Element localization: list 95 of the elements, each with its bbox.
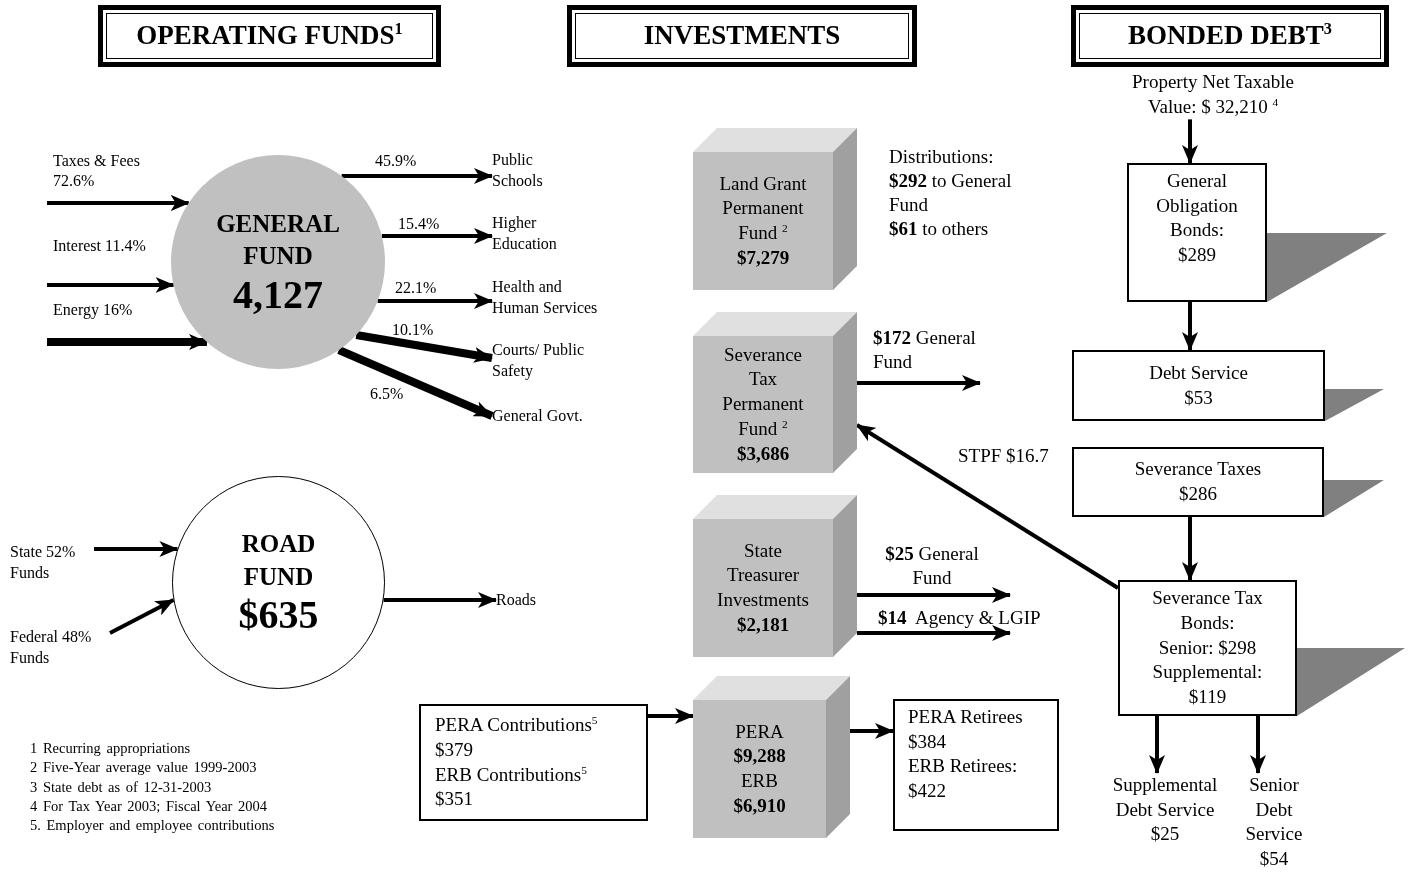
edge-label: 22.1% — [395, 278, 438, 298]
arrow — [47, 277, 175, 293]
node-text: $384 — [908, 729, 947, 754]
node-label: $25 — [1149, 822, 1181, 847]
node-text: $3,686 — [735, 441, 791, 466]
arrow — [1149, 716, 1165, 774]
beside-text: Distributions: — [889, 145, 995, 169]
edge-label: Taxes & Fees 72.6% — [53, 151, 141, 191]
arrow — [337, 346, 494, 420]
node-text: Severance Taxes — [1133, 457, 1263, 482]
node-text: ROAD FUND — [240, 529, 317, 592]
arrow — [94, 541, 179, 557]
arrow — [1182, 302, 1198, 351]
edge-label: $172 General Fund — [873, 326, 977, 374]
process-box — [1118, 580, 1297, 716]
header-title: INVESTMENTS — [642, 19, 842, 53]
footnote: 4 For Tax Year 2003; Fiscal Year 2004 — [30, 797, 268, 815]
arrow — [1182, 119, 1198, 164]
arrow — [377, 293, 493, 309]
node-text: ERB Retirees: — [908, 754, 1019, 779]
node-label: General Govt. — [492, 406, 584, 426]
node-text: Land Grant Permanent Fund $^{2}$ — [718, 171, 808, 245]
arrow — [381, 228, 493, 244]
node-text: State Treasurer Investments — [716, 538, 810, 612]
node-text: ERB Contributions$^{5}$ — [435, 762, 588, 787]
node-text: Severance Tax Permanent Fund $^{2}$ — [721, 342, 805, 441]
node-text: $7,279 — [735, 245, 791, 270]
node-text: PERA Contributions$^{5}$ — [435, 713, 599, 738]
node-text: 4,127 — [232, 272, 324, 317]
arrow — [850, 723, 894, 739]
header-box — [567, 5, 917, 67]
edge-label: 10.1% — [392, 320, 435, 340]
process-box — [1072, 350, 1325, 421]
node-label: State 52% Funds — [10, 542, 77, 583]
node-text: $351 — [435, 787, 474, 812]
header-title: OPERATING FUNDS$^{1}$ — [135, 19, 404, 53]
node-text: $289 — [1177, 243, 1217, 268]
node-text: $9,288 — [732, 744, 787, 769]
edge-label: 45.9% — [375, 151, 418, 171]
arrow — [109, 598, 175, 635]
node-label: Supplemental Debt Service — [1111, 773, 1219, 822]
node-text: $2,181 — [735, 612, 791, 637]
node-label: Higher Education — [492, 213, 558, 254]
node-label: Courts/ Public Safety — [492, 340, 585, 382]
arrow — [1250, 716, 1266, 774]
arrow — [383, 592, 497, 608]
process-box — [893, 699, 1059, 831]
footnote: 3 State debt as of 12-31-2003 — [30, 778, 212, 796]
arrow — [47, 195, 190, 211]
arrow — [1182, 517, 1198, 581]
edge-label: $25 General Fund — [884, 542, 980, 590]
footnote: 1 Recurring appropriations — [30, 740, 191, 757]
node-label: $54 — [1258, 847, 1290, 872]
arrow — [857, 587, 1011, 603]
edge-label: Interest 11.4% — [53, 236, 147, 256]
header-title: BONDED DEBT$^{3}$ — [1127, 19, 1333, 53]
node-text: General Obligation Bonds: — [1155, 169, 1239, 243]
arrow — [355, 331, 493, 363]
node-text: $6,910 — [732, 793, 787, 818]
process-box — [1072, 447, 1324, 517]
process-box — [1127, 163, 1267, 302]
footnote: 2 Five-Year average value 1999-2003 — [30, 759, 257, 777]
node-text: $635 — [237, 593, 320, 637]
header-box — [1071, 5, 1389, 67]
arrow — [857, 625, 1011, 641]
node-label: Roads — [496, 590, 537, 610]
node-text: Debt Service — [1148, 360, 1249, 385]
node-text: Senior: $298 — [1157, 635, 1258, 660]
edge-label: 6.5% — [370, 384, 405, 404]
node-text: $53 — [1183, 385, 1214, 410]
node-text: Severance Tax Bonds: — [1151, 586, 1264, 635]
node-text: PERA — [734, 719, 785, 744]
node-text: ERB — [740, 769, 779, 793]
node-text: PERA Retirees — [908, 705, 1024, 729]
node-label: Senior Debt Service — [1244, 773, 1304, 847]
node-text: GENERAL FUND — [215, 208, 341, 271]
arrow — [857, 375, 981, 391]
header-box — [98, 5, 441, 67]
node-text: $286 — [1178, 482, 1218, 506]
node-label: Federal 48% Funds — [10, 627, 93, 668]
arrow — [648, 708, 694, 724]
edge-label: STPF $16.7 — [958, 444, 1050, 468]
node-label: Public Schools — [492, 150, 544, 191]
node-label: Property Net Taxable Value: $ 32,210 $^{4}$ — [1131, 70, 1295, 119]
node-text: $379 — [435, 737, 474, 762]
node-label: Health and Human Services — [492, 277, 599, 318]
process-box — [419, 704, 648, 821]
footnote: 5. Employer and employee contributions — [30, 817, 275, 835]
edge-label: 15.4% — [398, 214, 441, 234]
beside-text: $61 to others — [889, 217, 990, 242]
node-text: Supplemental: $119 — [1151, 660, 1264, 710]
arrow — [341, 168, 493, 184]
node-text: $422 — [908, 779, 947, 804]
edge-label: Energy 16% — [53, 300, 134, 320]
edge-label: $14 Agency & LGIP — [878, 606, 1042, 630]
